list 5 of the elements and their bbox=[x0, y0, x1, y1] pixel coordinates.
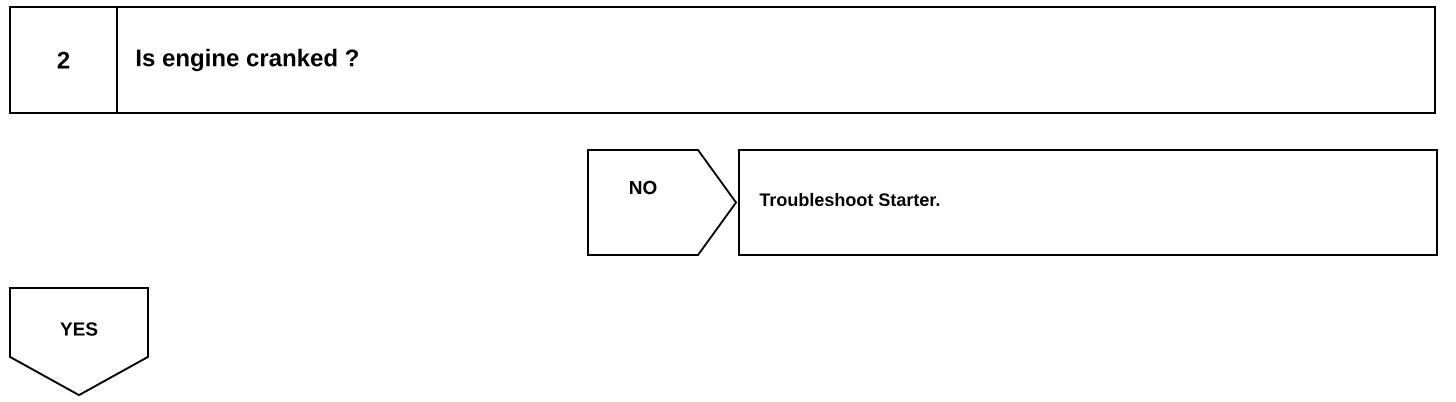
question-box: 2 Is engine cranked ? bbox=[9, 6, 1436, 114]
answer-chevron: YES bbox=[9, 287, 149, 397]
edge-label: NO bbox=[630, 180, 657, 195]
answer-chevron bbox=[587, 149, 738, 256]
action-box: Troubleshoot Starter. bbox=[738, 149, 1438, 256]
